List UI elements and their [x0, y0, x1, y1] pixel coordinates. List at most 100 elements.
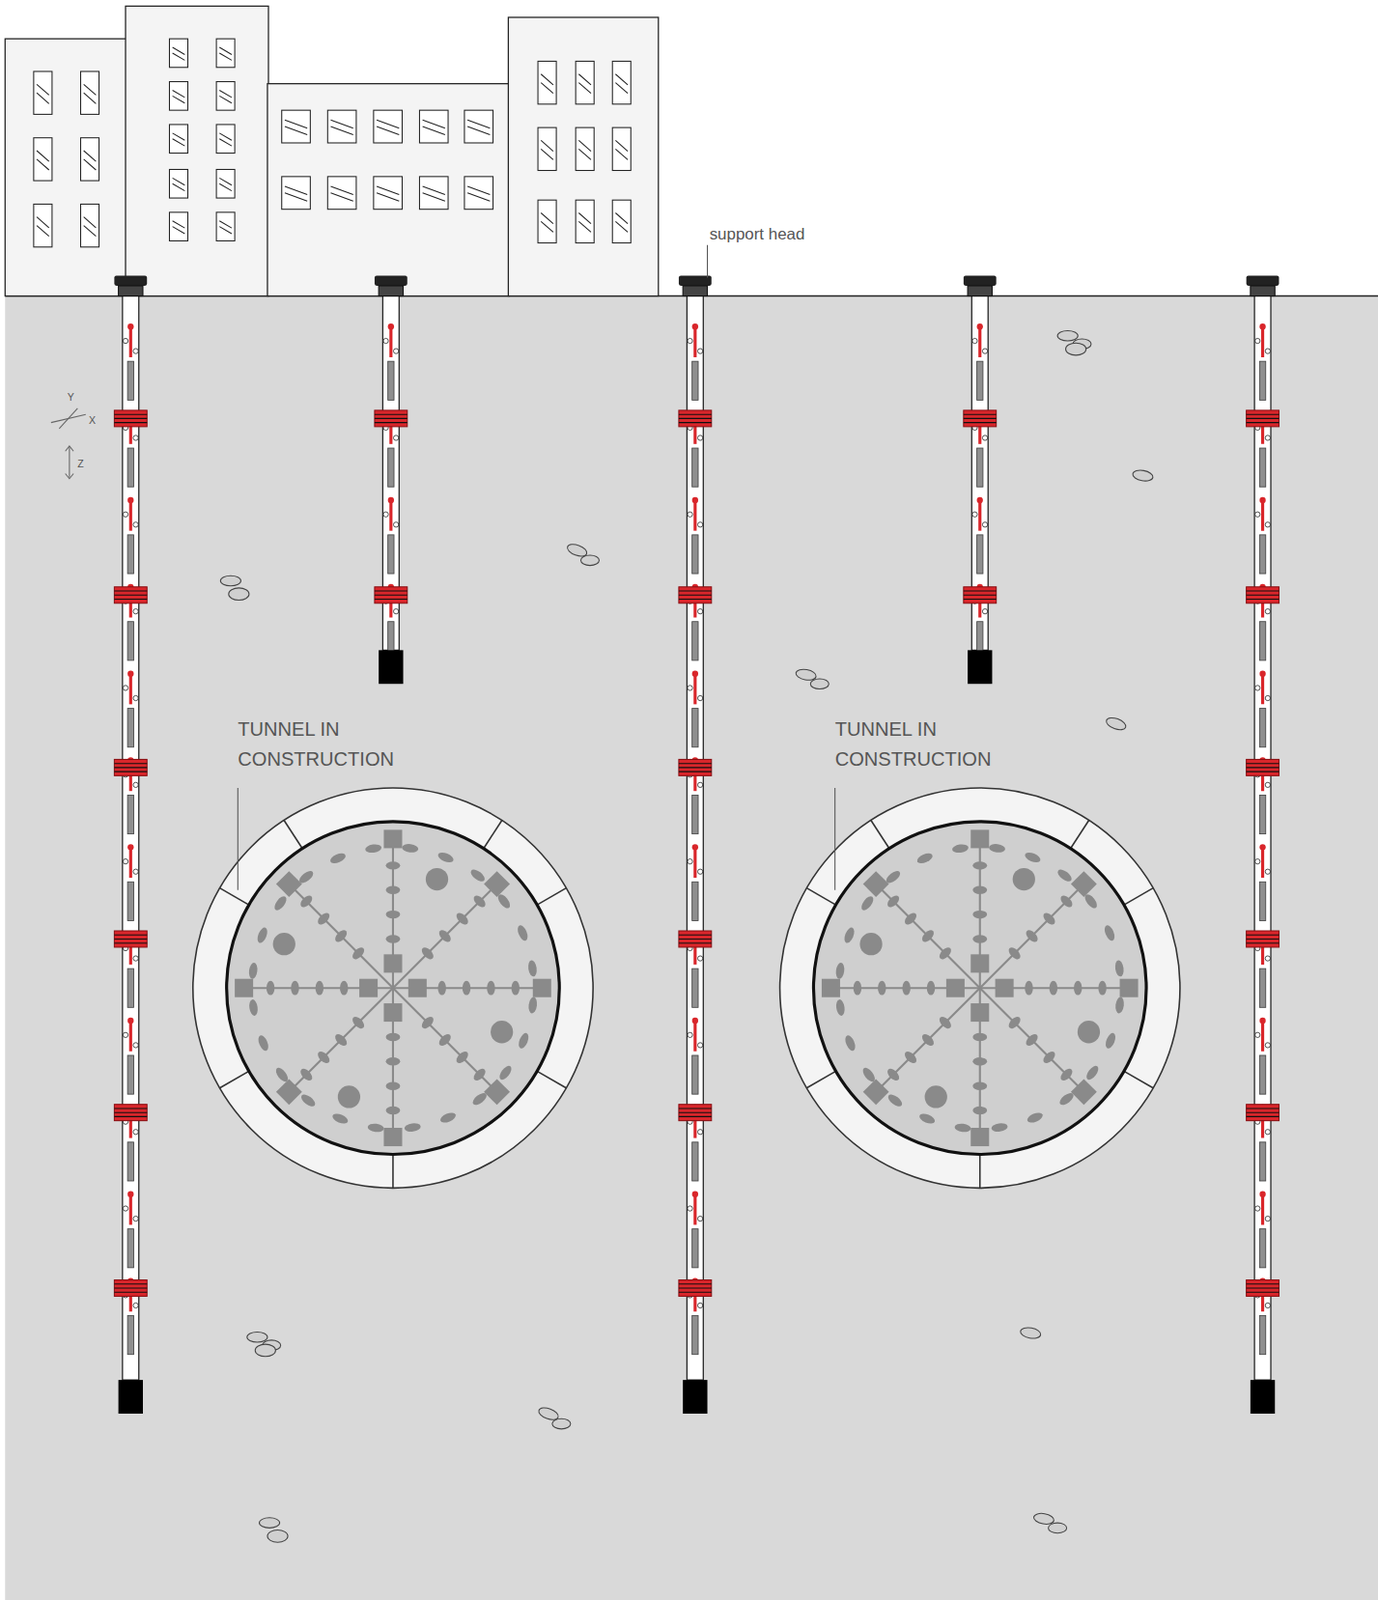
sensor — [389, 326, 393, 358]
gauge-cutter — [248, 999, 259, 1017]
bucket-opening — [490, 1020, 513, 1043]
window-glint — [84, 92, 97, 104]
gauge-cutter — [915, 851, 934, 866]
band-line — [1246, 1283, 1280, 1285]
rod — [1259, 621, 1266, 661]
rod — [1259, 881, 1266, 921]
rock — [810, 678, 829, 690]
axis-letter: X — [88, 412, 96, 428]
rod — [1259, 1055, 1266, 1095]
disc-cutter — [1006, 945, 1022, 961]
gauge-cutter — [835, 962, 845, 981]
gauge-cutter — [471, 1091, 490, 1108]
band-line — [113, 771, 147, 773]
window — [81, 71, 100, 114]
window-glint — [36, 225, 50, 237]
band-line — [678, 418, 712, 420]
disc-cutter — [920, 1032, 936, 1048]
window-glint — [172, 226, 186, 234]
cutter-block — [234, 979, 254, 998]
sensor — [1261, 1194, 1265, 1226]
cutter-block — [970, 1003, 989, 1022]
window-glint — [219, 133, 232, 141]
cutter-block — [863, 1078, 890, 1105]
band-line — [963, 590, 997, 591]
disc-cutter — [1040, 910, 1057, 927]
cutter-block — [970, 954, 989, 973]
clip — [133, 956, 139, 961]
disc-cutter — [1058, 1067, 1074, 1083]
window — [281, 176, 311, 210]
band-line — [113, 1292, 147, 1294]
disc-cutter — [420, 945, 436, 961]
rod — [692, 708, 699, 748]
band-line — [113, 942, 147, 944]
gauge-cutter — [515, 924, 530, 943]
anchor-band — [963, 587, 997, 604]
clip — [687, 858, 693, 864]
band-line — [678, 421, 712, 423]
borehole-casing — [686, 296, 704, 1381]
rod — [692, 1229, 699, 1268]
window — [419, 176, 449, 210]
sensor-head — [692, 1191, 699, 1198]
gauge-cutter — [1084, 1064, 1101, 1083]
window-glint — [615, 212, 628, 224]
disc-cutter — [420, 1014, 436, 1031]
gauge-cutter — [1055, 867, 1074, 884]
band-line — [678, 766, 712, 768]
spoke — [393, 879, 502, 988]
anchor-band — [1246, 410, 1280, 427]
clip — [133, 435, 139, 441]
cutter-block — [533, 979, 552, 998]
gauge-cutter — [495, 892, 512, 911]
rod — [1259, 1142, 1266, 1182]
rod — [388, 534, 394, 574]
disc-cutter — [937, 945, 954, 961]
clip — [972, 337, 978, 343]
window-glint — [219, 53, 232, 60]
support-head — [967, 285, 992, 297]
window-glint — [330, 126, 353, 135]
sensor-head — [977, 323, 984, 330]
clip — [1265, 956, 1270, 961]
band-line — [678, 1292, 712, 1294]
band-line — [963, 418, 997, 420]
gauge-cutter — [884, 869, 903, 886]
rod — [692, 968, 699, 1008]
segment-joint — [536, 888, 566, 905]
sensor — [389, 500, 393, 532]
clip — [393, 348, 398, 354]
anchor-band — [1246, 1104, 1280, 1122]
window — [327, 176, 357, 210]
sensor — [129, 500, 133, 532]
sensor — [129, 846, 133, 878]
disc-cutter — [386, 886, 401, 895]
clip — [1265, 1042, 1270, 1048]
window-glint — [578, 221, 591, 232]
band-line — [678, 1287, 712, 1289]
window — [575, 199, 594, 243]
window-glint — [219, 139, 232, 146]
window-glint — [172, 53, 186, 60]
disc-cutter — [471, 1067, 487, 1083]
cutter-block — [970, 1127, 989, 1147]
disc-cutter — [437, 1032, 453, 1048]
band-line — [1246, 1112, 1280, 1114]
rock — [258, 1518, 280, 1529]
rod — [977, 448, 984, 487]
segment-joint — [1070, 819, 1090, 848]
gauge-cutter — [299, 1092, 318, 1109]
window-glint — [84, 150, 97, 162]
gauge-cutter — [886, 1092, 905, 1109]
band-line — [113, 1116, 147, 1118]
window-glint — [615, 83, 628, 94]
sensor — [1261, 846, 1265, 878]
rod — [127, 708, 134, 748]
clip — [1255, 337, 1261, 343]
window-glint — [540, 83, 554, 94]
disc-cutter — [315, 981, 324, 996]
window-glint — [376, 186, 399, 195]
band-line — [1246, 1287, 1280, 1289]
